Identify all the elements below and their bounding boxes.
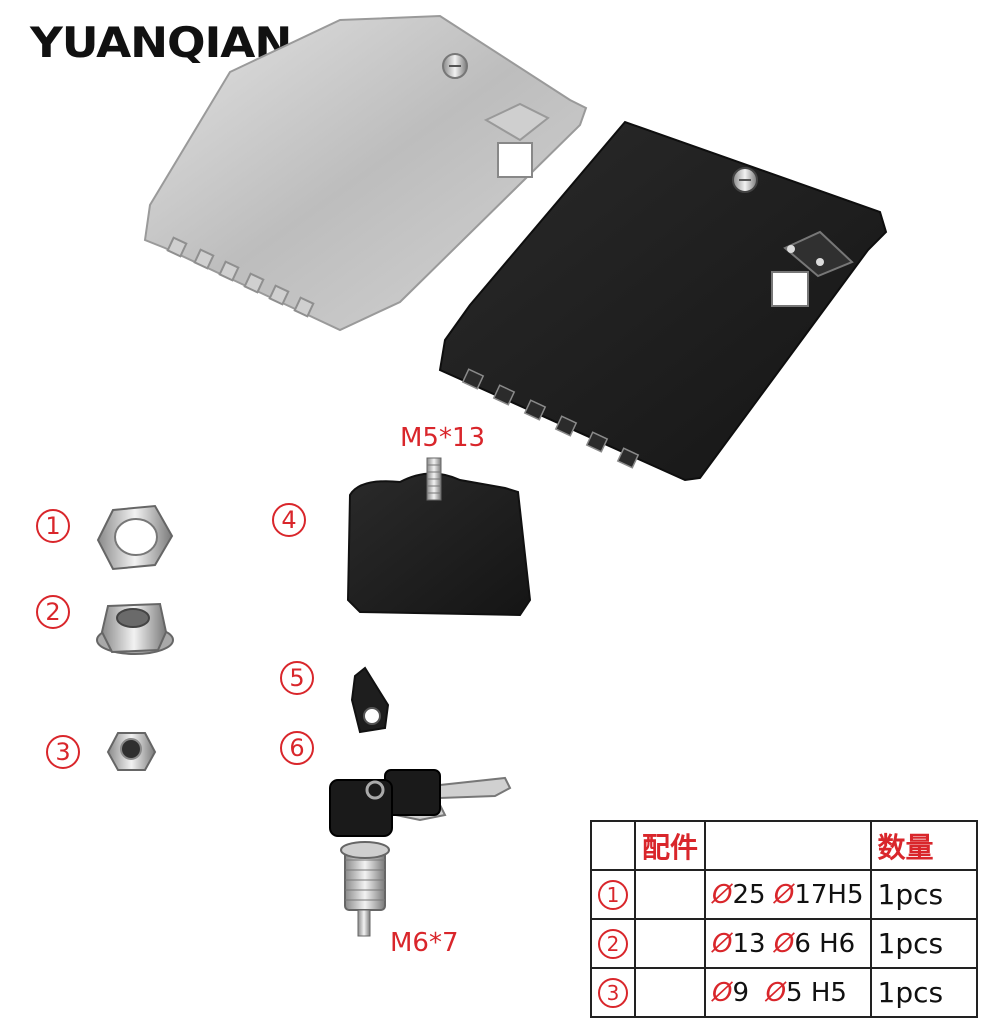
tab-plate-icon — [346, 457, 532, 617]
row-part — [633, 918, 707, 969]
screw-size-label: M5*13 — [400, 423, 486, 453]
table-header-cell — [704, 820, 872, 871]
lock-thread-label: M6*7 — [390, 928, 459, 958]
row-qty: 1pcs — [869, 967, 978, 1018]
table-header-part: 配件 — [633, 820, 707, 871]
row-size: Ø13 Ø6 H6 — [704, 918, 872, 969]
row-number: 1 — [590, 869, 636, 920]
callout-2: 2 — [36, 595, 70, 629]
table-row: 2 Ø13 Ø6 H6 1pcs — [590, 918, 978, 969]
row-size: Ø25 Ø17H5 — [704, 869, 872, 920]
table-row: 3 Ø9 Ø5 H5 1pcs — [590, 967, 978, 1018]
callout-6: 6 — [280, 731, 314, 765]
row-part — [633, 869, 707, 920]
parts-spec-table: 配件 数量 1 Ø25 Ø17H5 1pcs 2 Ø13 Ø6 H6 1pcs … — [590, 820, 978, 1018]
table-header-cell — [590, 820, 636, 871]
callout-1: 1 — [36, 509, 70, 543]
row-qty: 1pcs — [869, 869, 978, 920]
row-size: Ø9 Ø5 H5 — [704, 967, 872, 1018]
row-number: 2 — [590, 918, 636, 969]
row-number: 3 — [590, 967, 636, 1018]
flange-nut-icon — [96, 602, 174, 655]
hex-nut-icon — [96, 504, 174, 571]
table-header-row: 配件 数量 — [590, 820, 978, 871]
row-qty: 1pcs — [869, 918, 978, 969]
cam-latch-icon — [350, 666, 390, 734]
callout-4: 4 — [272, 503, 306, 537]
callout-3: 3 — [46, 735, 80, 769]
key-lock-icon — [329, 769, 512, 937]
black-plate — [438, 120, 888, 482]
row-part — [633, 967, 707, 1018]
silver-plate — [143, 14, 588, 332]
brand-logo: YUANQIAN — [30, 18, 292, 67]
callout-5: 5 — [280, 661, 314, 695]
table-header-qty: 数量 — [869, 820, 978, 871]
lock-nut-icon — [106, 732, 157, 771]
table-row: 1 Ø25 Ø17H5 1pcs — [590, 869, 978, 920]
